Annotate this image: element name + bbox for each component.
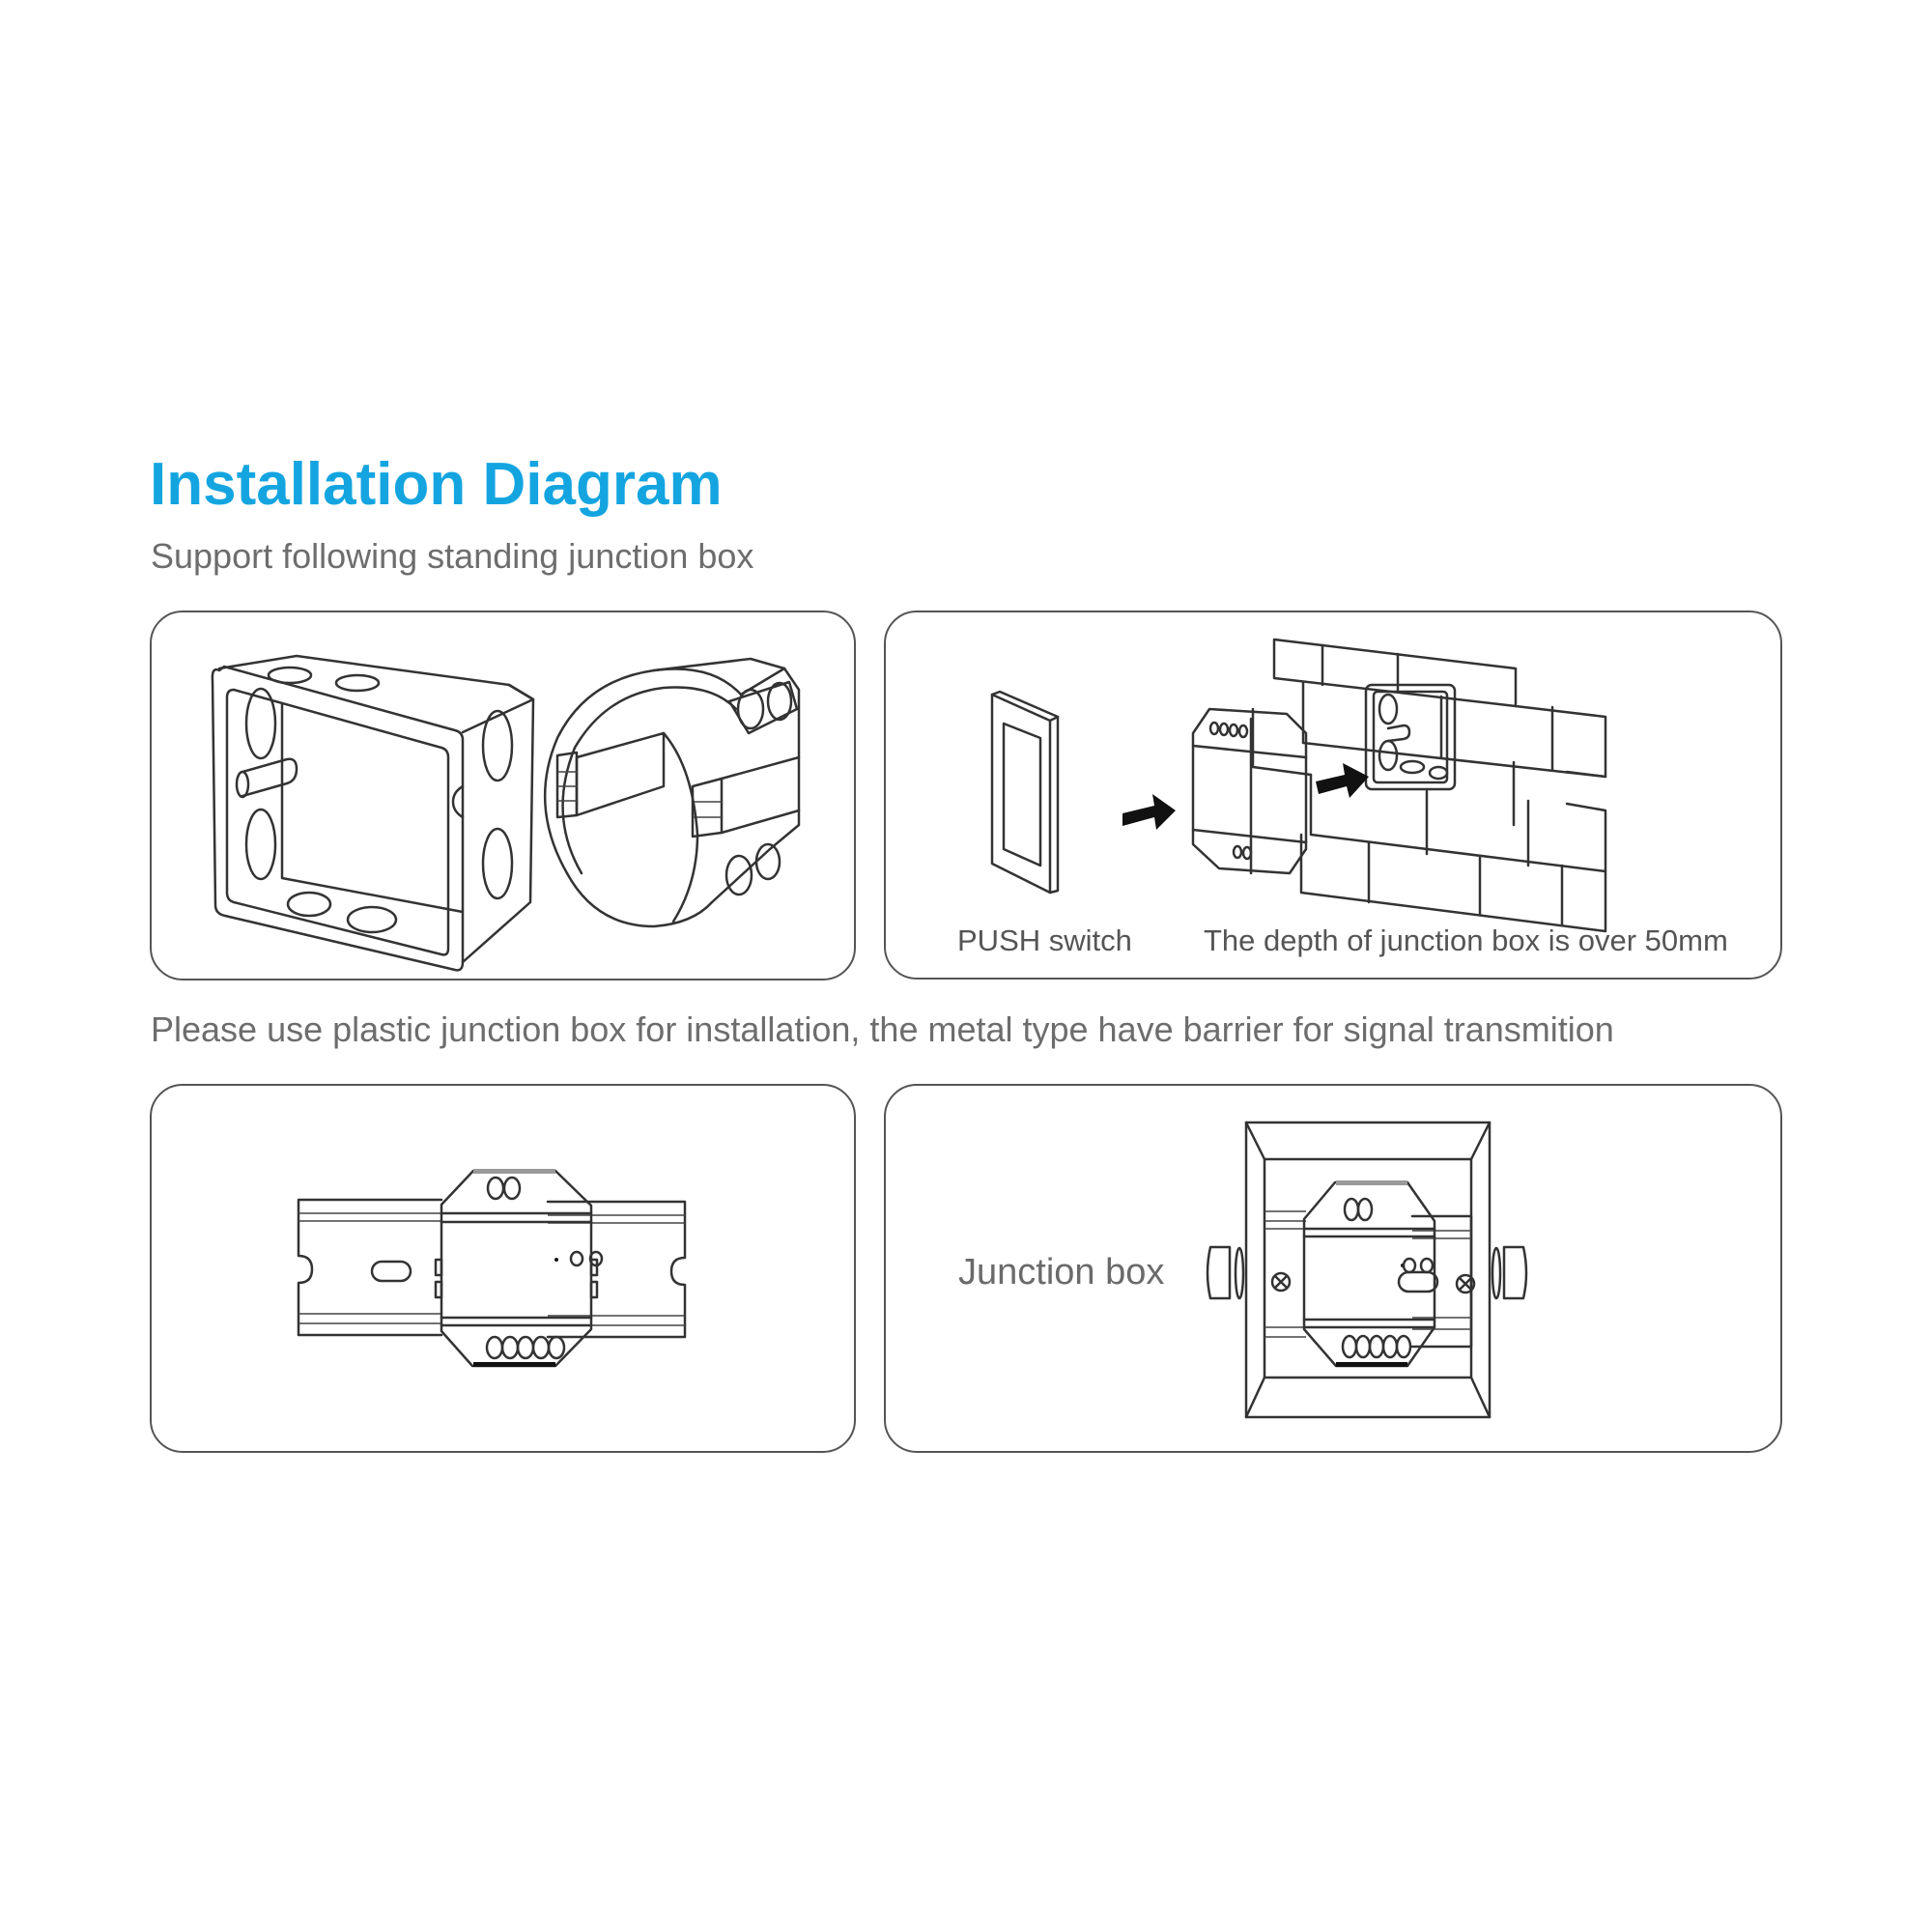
push-switch-plate-icon bbox=[990, 690, 1060, 895]
controller-module-icon bbox=[1191, 707, 1308, 875]
panel-standing-junction-boxes bbox=[150, 611, 856, 980]
controller-module-front-icon bbox=[434, 1169, 604, 1368]
arrow-right-icon bbox=[1122, 794, 1176, 830]
page-subtitle: Support following standing junction box bbox=[151, 536, 754, 576]
junction-box-label: Junction box bbox=[958, 1252, 1165, 1293]
screw-icon bbox=[1270, 1271, 1292, 1293]
junction-boxes-illustration bbox=[211, 654, 801, 972]
junction-box-frame-icon bbox=[1206, 1121, 1528, 1419]
arrow-right-icon bbox=[1316, 763, 1369, 798]
controller-module-front-icon bbox=[1302, 1180, 1436, 1368]
junction-box-depth-label: The depth of junction box is over 50mm bbox=[1204, 923, 1728, 957]
din-rail-illustration bbox=[297, 1169, 687, 1368]
push-switch-installation-illustration bbox=[990, 638, 1607, 933]
panel-din-rail-mount bbox=[150, 1084, 856, 1453]
plastic-junction-box-note: Please use plastic junction box for inst… bbox=[151, 1009, 1614, 1049]
screw-icon bbox=[1455, 1273, 1476, 1294]
push-switch-label: PUSH switch bbox=[957, 923, 1132, 957]
panel-junction-box-mount: Junction box bbox=[884, 1084, 1782, 1453]
page-title: Installation Diagram bbox=[150, 451, 723, 518]
brick-wall-junction-box-icon bbox=[1251, 638, 1607, 933]
junction-box-mount-illustration bbox=[1206, 1121, 1528, 1419]
panel-push-switch-installation: PUSH switch The depth of junction box is… bbox=[884, 611, 1782, 980]
round-junction-box-icon bbox=[543, 657, 801, 928]
din-rail-icon bbox=[1264, 1210, 1473, 1349]
square-junction-box-icon bbox=[211, 654, 535, 972]
din-rail-icon bbox=[297, 1198, 687, 1339]
